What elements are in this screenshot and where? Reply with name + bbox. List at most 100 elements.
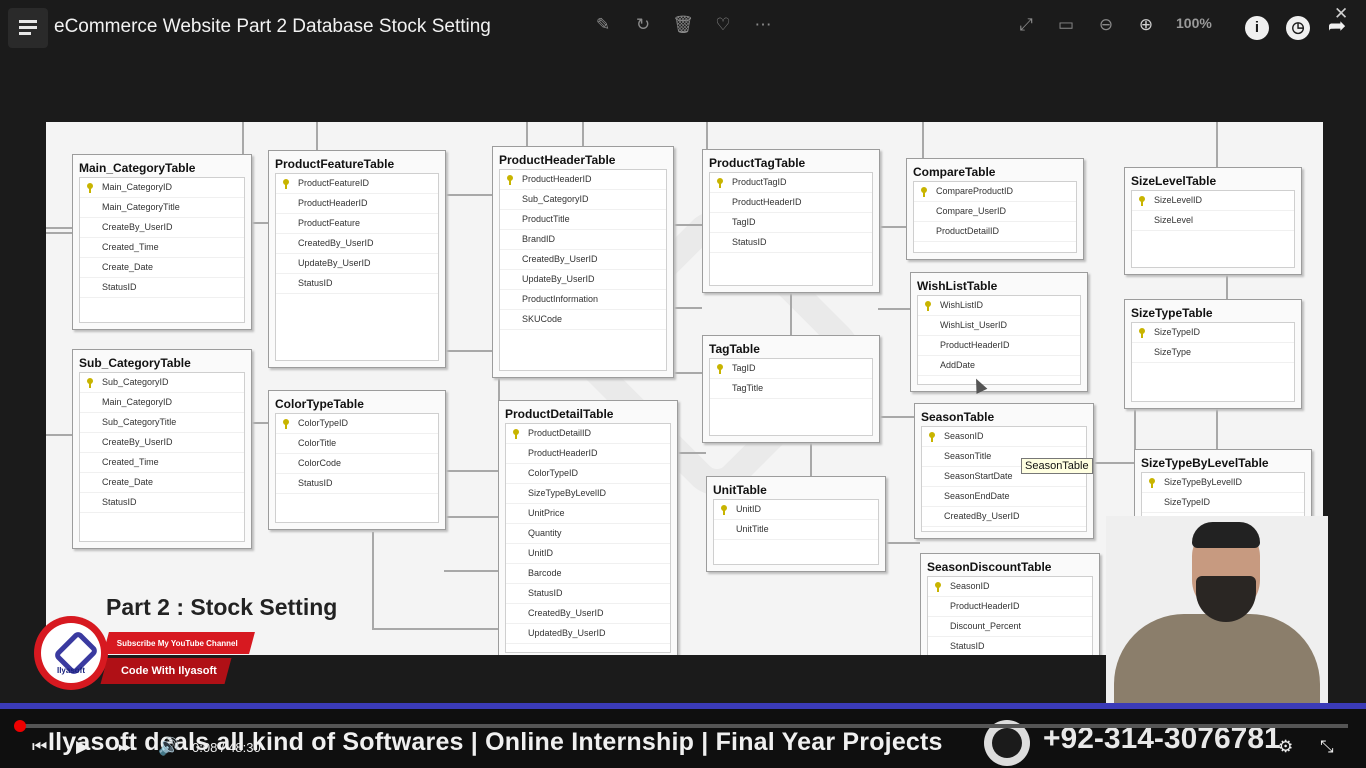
play-icon[interactable]: ▶ xyxy=(76,737,90,756)
table-column: Main_CategoryTitle xyxy=(80,198,244,218)
video-title: eCommerce Website Part 2 Database Stock … xyxy=(54,16,491,37)
relationship-line xyxy=(672,224,702,226)
table-column: WishList_UserID xyxy=(918,316,1080,336)
table-column: ColorTypeID xyxy=(506,464,670,484)
primary-key-column: Main_CategoryID xyxy=(80,178,244,198)
primary-key-column: SizeLevelID xyxy=(1132,191,1294,211)
table-column: ProductHeaderID xyxy=(928,597,1092,617)
primary-key-column: SeasonID xyxy=(928,577,1092,597)
relationship-line xyxy=(810,442,812,476)
table-name: TagTable xyxy=(709,342,760,356)
table-column: StatusID xyxy=(710,233,872,253)
table-column: ProductDetailID xyxy=(914,222,1076,242)
rotate-icon[interactable]: ↻ xyxy=(635,15,651,34)
channel-logo: Ilyasoft xyxy=(34,616,108,690)
table-column: BrandID xyxy=(500,230,666,250)
fit-icon[interactable]: ▭ xyxy=(1057,15,1075,34)
volume-icon[interactable]: 🔊 xyxy=(158,737,180,756)
fullscreen-exit-icon[interactable]: ⤡ xyxy=(1320,737,1334,756)
relationship-line xyxy=(250,222,268,224)
relationship-line xyxy=(1216,407,1218,449)
primary-key-column: SeasonID xyxy=(922,427,1086,447)
relationship-line xyxy=(1226,273,1228,299)
table-column: CreateBy_UserID xyxy=(80,218,244,238)
table-column: StatusID xyxy=(80,493,244,513)
table-column: UnitID xyxy=(506,544,670,564)
table-name: ProductTagTable xyxy=(709,156,806,170)
info-icon[interactable]: i xyxy=(1245,16,1269,40)
table-column: CreateBy_UserID xyxy=(80,433,244,453)
previous-icon[interactable]: ⏮ xyxy=(32,737,48,756)
relationship-line xyxy=(676,452,706,454)
table-column: UpdateBy_UserID xyxy=(500,270,666,290)
table-column: Quantity xyxy=(506,524,670,544)
table-name: Sub_CategoryTable xyxy=(79,356,191,370)
edit-icon[interactable]: ✎ xyxy=(595,15,611,34)
primary-key-column: ProductDetailID xyxy=(506,424,670,444)
clock-icon[interactable]: ◷ xyxy=(1286,16,1310,40)
table-column: ProductFeature xyxy=(276,214,438,234)
player-controls xyxy=(0,709,1366,768)
table-name: UnitTable xyxy=(713,483,767,497)
zoom-in-icon[interactable]: ⊕ xyxy=(1138,15,1154,34)
primary-key-column: ProductFeatureID xyxy=(276,174,438,194)
relationship-line xyxy=(444,470,498,472)
trash-icon[interactable]: 🗑 xyxy=(672,15,694,34)
channel-banner: Code With Ilyasoft xyxy=(100,658,232,684)
progress-bar[interactable] xyxy=(18,724,1348,728)
next-icon[interactable]: ⏭ xyxy=(118,737,134,756)
playlist-menu-button[interactable] xyxy=(8,8,48,48)
table-column: ProductTitle xyxy=(500,210,666,230)
table-column: UnitTitle xyxy=(714,520,878,540)
progress-knob[interactable] xyxy=(14,720,26,732)
relationship-line xyxy=(372,628,498,630)
primary-key-column: ProductTagID xyxy=(710,173,872,193)
expand-icon[interactable]: ⤢ xyxy=(1019,15,1033,34)
close-icon[interactable]: ✕ xyxy=(1334,4,1349,23)
relationship-line xyxy=(46,227,72,229)
table-name: CompareTable xyxy=(913,165,996,179)
relationship-line xyxy=(372,532,374,628)
table-column: TagID xyxy=(710,213,872,233)
table-column: CreatedBy_UserID xyxy=(276,234,438,254)
more-icon[interactable]: ⋯ xyxy=(754,15,772,34)
table-name: SizeTypeTable xyxy=(1131,306,1213,320)
zoom-out-icon[interactable]: ⊖ xyxy=(1098,15,1114,34)
primary-key-column: SizeTypeID xyxy=(1132,323,1294,343)
table-column: CreatedBy_UserID xyxy=(506,604,670,624)
table-name: Main_CategoryTable xyxy=(79,161,196,175)
relationship-line xyxy=(878,416,914,418)
heart-icon[interactable]: ♡ xyxy=(715,15,731,34)
relationship-line xyxy=(526,122,528,146)
table-column: CreatedBy_UserID xyxy=(922,507,1086,527)
relationship-line xyxy=(884,542,920,544)
relationship-line xyxy=(672,372,702,374)
settings-icon[interactable]: ⚙ xyxy=(1278,737,1294,756)
table-name: ColorTypeTable xyxy=(275,397,364,411)
share-icon[interactable]: ➦ xyxy=(1327,13,1347,38)
table-column: SKUCode xyxy=(500,310,666,330)
table-name: SizeLevelTable xyxy=(1131,174,1217,188)
primary-key-column: UnitID xyxy=(714,500,878,520)
relationship-line xyxy=(878,308,910,310)
viewer-toolbar: eCommerce Website Part 2 Database Stock … xyxy=(0,0,1366,56)
relationship-line xyxy=(444,350,492,352)
primary-key-column: WishListID xyxy=(918,296,1080,316)
subscribe-banner: Subscribe My YouTube Channel xyxy=(103,632,255,654)
table-column: ProductHeaderID xyxy=(918,336,1080,356)
relationship-line xyxy=(1216,122,1218,167)
